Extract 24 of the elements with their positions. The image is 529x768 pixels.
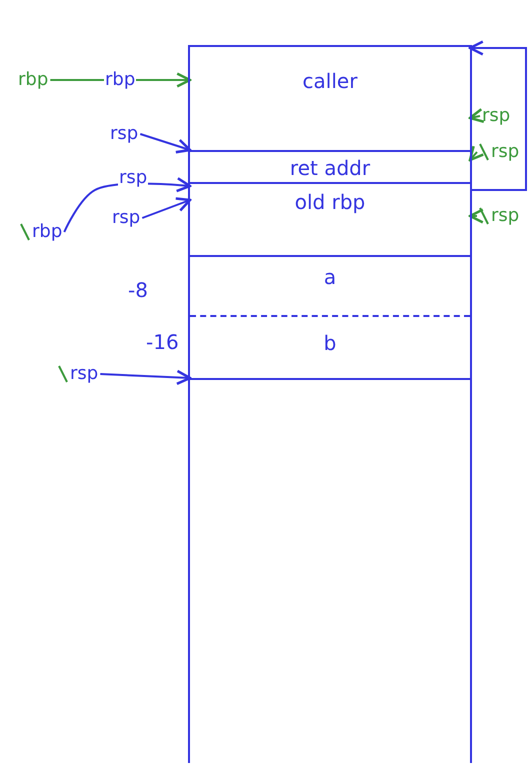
- register-name: rsp: [491, 140, 520, 164]
- register-name: rsp: [491, 204, 520, 228]
- slot-label: b: [324, 331, 336, 355]
- slot-label: a: [324, 265, 336, 289]
- register-name: rbp: [18, 68, 48, 92]
- slot-label: ret addr: [290, 156, 370, 180]
- pointer-arrow: [468, 144, 485, 162]
- register-name: rsp: [112, 206, 140, 230]
- pointer-arrow: [468, 108, 486, 124]
- bracket-arrow: [468, 40, 527, 191]
- slot-label: caller: [302, 69, 358, 93]
- slot-label: old rbp: [294, 190, 366, 214]
- pointer-arrow: [140, 133, 192, 154]
- register-name: rsp: [482, 104, 510, 128]
- register-name: rsp: [70, 362, 98, 386]
- pointer-arrow: [142, 197, 192, 219]
- register-name: rbp: [32, 220, 62, 244]
- edge-label: rbp: [104, 70, 136, 90]
- offset-label: -8: [128, 278, 148, 302]
- pointer-arrow: [100, 370, 192, 386]
- stack-frame: [188, 45, 472, 763]
- offset-label: -16: [146, 330, 179, 354]
- register-name: rsp: [110, 122, 138, 146]
- pointer-arrow: [468, 208, 484, 224]
